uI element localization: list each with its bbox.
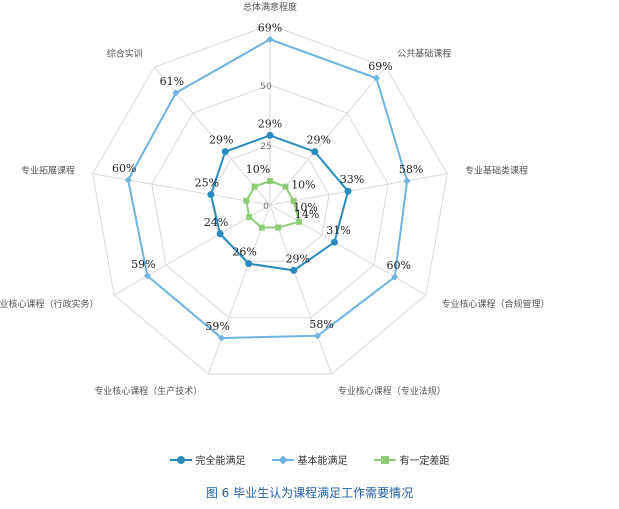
axis-label-1: 公共基础课程 [397,47,451,59]
data-point-s2-7 [124,176,132,184]
grid-spoke-5 [207,204,271,375]
data-point-s2-2 [403,177,411,185]
data-point-s3-9 [267,178,273,184]
tick-label-2: 25 [260,142,271,152]
data-label-s2-3: 60% [386,259,410,272]
data-label-s1-8: 29% [209,134,233,147]
data-label-s1-1: 29% [307,134,331,147]
legend-swatch-series-2 [271,454,294,465]
data-point-s2-4 [314,332,322,340]
series-line-2 [127,38,409,340]
legend-label-series-1: 完全能满足 [195,456,246,467]
data-label-s1-6: 24% [204,216,228,229]
legend-label-series-2: 基本能满足 [297,456,348,467]
data-point-s2-5 [218,334,226,342]
data-label-s2-1: 69% [368,60,392,73]
data-point-s3-1 [282,183,289,190]
data-point-s3-7 [243,197,250,204]
legend-item-series-1: 完全能满足 [169,452,246,467]
data-point-s1-7 [207,191,215,199]
legend-item-series-2: 基本能满足 [271,452,348,467]
data-label-s2-2: 58% [399,163,423,176]
data-label-s2-5: 59% [205,320,229,333]
tick-label-3: 50 [260,82,272,92]
tick-label-1: 0 [263,202,269,212]
figure-caption: 图 6 毕业生认为课程满足工作需要情况 [205,486,414,500]
grid-spoke-8 [153,66,271,206]
series-line-1 [209,134,350,272]
legend-label-series-3: 有一定差距 [399,456,450,467]
legend-swatch-series-3 [373,455,396,465]
grid-spoke-2 [269,173,448,206]
data-point-s3-2 [290,197,297,204]
grid-spoke-4 [269,204,333,375]
axis-label-9: 总体满意程度 [243,1,297,13]
grid-ring-2 [151,84,389,319]
grid-spoke-1 [269,66,387,206]
data-point-s3-6 [246,214,253,220]
data-point-s1-6 [216,230,224,238]
data-point-s2-6 [143,272,151,280]
grid-spoke-3 [269,204,427,296]
data-label-s2-4: 58% [309,318,333,331]
axis-label-5: 专业核心课程（生产技术） [94,385,202,397]
data-label-s3-3: 14% [295,208,319,221]
data-point-s2-1 [372,74,380,82]
data-point-s1-1 [311,148,319,156]
axis-label-6: 专业核心课程（行政实务） [0,298,99,310]
data-point-s3-5 [258,224,265,231]
data-label-s3-9: 10% [246,163,270,176]
data-point-s3-8 [251,183,258,190]
data-label-s2-6: 59% [131,258,155,271]
grid-spoke-6 [113,204,271,296]
axis-label-4: 专业核心课程（专业法规） [338,385,446,397]
data-label-s2-9: 69% [258,21,282,34]
data-label-s1-3: 31% [326,224,350,237]
data-point-s1-2 [344,187,352,195]
data-label-s1-9: 29% [258,117,282,130]
data-label-s2-8: 61% [160,75,184,88]
data-label-s3-2: 10% [293,201,317,214]
data-point-s1-4 [290,266,298,274]
axis-label-3: 专业核心课程（合规管理） [441,298,549,310]
axis-label-2: 专业基础类课程 [465,165,528,177]
data-point-s2-3 [391,273,399,281]
legend-swatch-series-1 [169,455,192,465]
data-label-s3-1: 10% [291,179,315,192]
data-label-s1-7: 25% [195,177,219,190]
data-point-s1-5 [245,260,253,268]
grid-spoke-7 [92,173,271,206]
data-point-s3-4 [275,224,282,231]
data-label-s1-2: 33% [340,173,364,186]
data-label-s1-5: 26% [232,246,256,259]
legend-item-series-3: 有一定差距 [373,452,450,467]
data-label-s1-4: 29% [286,252,310,265]
data-point-s1-8 [221,148,229,156]
data-point-s2-8 [172,89,180,97]
axis-label-8: 综合实训 [107,47,143,59]
data-point-s2-9 [266,35,274,43]
data-point-s1-9 [266,131,274,139]
legend: 完全能满足 基本能满足 有一定差距 [0,452,619,467]
grid-ring-3 [92,24,448,375]
series-line-3 [245,179,301,229]
data-point-s3-3 [296,218,303,225]
data-label-s2-7: 60% [112,162,136,175]
data-point-s1-3 [330,238,338,246]
axis-label-7: 专业拓展课程 [21,165,75,177]
